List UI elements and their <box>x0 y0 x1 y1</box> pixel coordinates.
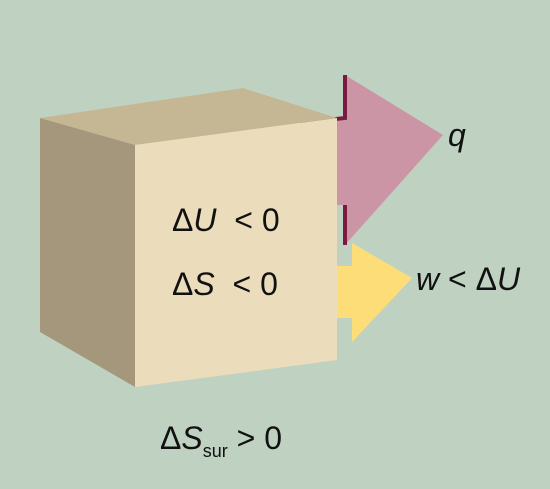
delta-symbol: Δ <box>172 266 194 302</box>
work-arrow <box>337 243 412 342</box>
delta-s-surroundings-label: ΔSsur > 0 <box>160 420 282 460</box>
cube-top-face <box>40 88 337 145</box>
delta-u-label: ΔU < 0 <box>172 204 280 236</box>
surroundings-subscript: sur <box>202 441 228 461</box>
delta-u-relation: < 0 <box>234 202 280 238</box>
internal-energy-symbol: U <box>193 202 217 238</box>
work-symbol: w <box>416 261 440 297</box>
delta-symbol: Δ <box>160 420 182 456</box>
delta-s-label: ΔS < 0 <box>172 268 278 300</box>
work-label: w < ΔU <box>416 263 520 295</box>
entropy-symbol: S <box>193 266 215 302</box>
delta-symbol: Δ <box>172 202 194 238</box>
surroundings-relation: > 0 <box>236 420 282 456</box>
surroundings-entropy-symbol: S <box>181 420 203 456</box>
work-relation: < Δ <box>448 261 497 297</box>
heat-q-label: q <box>448 117 466 153</box>
cube-side-face <box>40 118 135 387</box>
work-rhs-symbol: U <box>496 261 521 297</box>
delta-s-relation: < 0 <box>232 266 278 302</box>
cube-front-face <box>135 118 337 387</box>
